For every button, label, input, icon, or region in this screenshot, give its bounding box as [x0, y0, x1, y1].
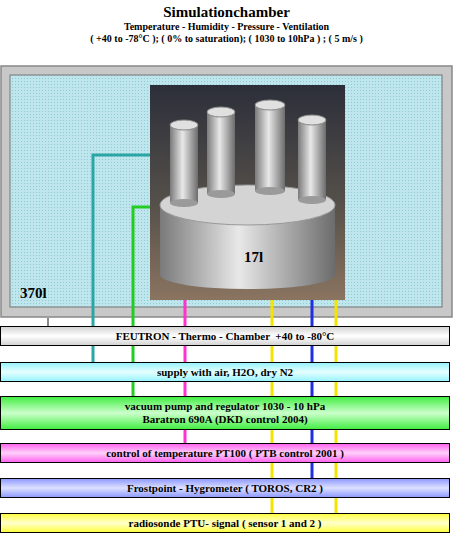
band-label: supply with air, H2O, dry N2 — [157, 366, 293, 379]
thermo-chamber-band: FEUTRON - Thermo - Chamber +40 to -80°C — [0, 326, 450, 346]
vacuum-band: vacuum pump and regulator 1030 - 10 hPaB… — [0, 396, 450, 430]
band-label: FEUTRON - Thermo - Chamber +40 to -80°C — [116, 330, 335, 343]
temperature-band: control of temperature PT100 ( PTB contr… — [0, 443, 450, 463]
cylinder-body — [170, 125, 198, 203]
cylinder-bottom — [298, 196, 326, 204]
sensor-cylinder — [170, 120, 198, 207]
thermo-chamber: 370l 17l — [0, 65, 453, 318]
cylinder-top — [298, 115, 326, 125]
subtitle: Temperature - Humidity - Pressure - Vent… — [0, 21, 453, 33]
cylinder-top — [207, 107, 235, 117]
sensor-cylinder — [207, 107, 235, 198]
band-label: Baratron 690A (DKD control 2004) — [142, 413, 307, 426]
photo-background — [150, 85, 345, 300]
cylinder-top — [170, 120, 198, 130]
sensor-cylinder — [298, 115, 326, 204]
cylinder-body — [207, 112, 235, 194]
sensor-cylinder — [255, 100, 285, 195]
supply-band: supply with air, H2O, dry N2 — [0, 362, 450, 382]
cylinder-bottom — [255, 187, 285, 195]
radiosonde-band: radiosonde PTU- signal ( sensor 1 and 2 … — [0, 513, 450, 533]
cylinder-bottom — [170, 199, 198, 207]
volume-label: 17l — [244, 249, 263, 266]
connector-wire — [47, 318, 49, 326]
cylinder-top — [255, 100, 285, 110]
chamber-base-bottom — [160, 261, 335, 289]
band-label: radiosonde PTU- signal ( sensor 1 and 2 … — [129, 517, 322, 530]
subtitle: ( +40 to -78°C ); ( 0% to saturation); (… — [0, 33, 453, 45]
hygrometer-band: Frostpoint - Hygrometer ( TOROS, CR2 ) — [0, 478, 450, 498]
header: SimulationchamberTemperature - Humidity … — [0, 4, 453, 45]
thermo-chamber-interior — [10, 75, 442, 307]
cylinder-body — [255, 105, 285, 191]
band-label: control of temperature PT100 ( PTB contr… — [106, 447, 344, 460]
thermo-chamber-frame — [1, 66, 452, 317]
title: Simulationchamber — [0, 4, 453, 21]
simulation-chamber: 17l — [150, 85, 345, 300]
band-label: Frostpoint - Hygrometer ( TOROS, CR2 ) — [127, 482, 323, 495]
volume-label: 370l — [20, 285, 47, 302]
cylinder-bottom — [207, 190, 235, 198]
band-label: vacuum pump and regulator 1030 - 10 hPa — [125, 400, 325, 413]
cylinder-body — [298, 120, 326, 200]
